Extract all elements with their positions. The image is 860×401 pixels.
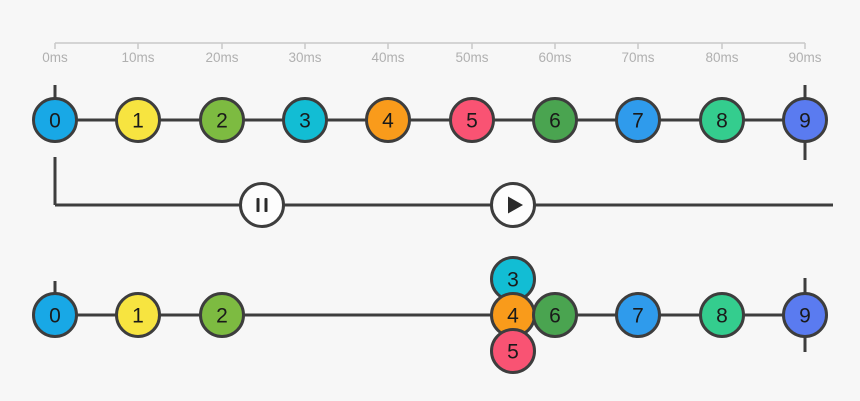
axis-tick-label: 60ms: [538, 50, 571, 65]
marble-5: 5: [449, 97, 495, 143]
control-stream: [53, 157, 833, 228]
marble-0: 0: [32, 292, 78, 338]
axis-tick-label: 80ms: [705, 50, 738, 65]
marble-label: 5: [466, 110, 478, 133]
marble-circle: [615, 292, 661, 338]
marble-label: 3: [299, 110, 311, 133]
marble-label: 8: [716, 305, 728, 328]
marble-label: 6: [549, 305, 561, 328]
marble-label: 7: [632, 305, 644, 328]
time-axis: 0ms 10ms 20ms 30ms 40ms 50ms 60ms 70ms 80ms 90ms: [42, 42, 822, 65]
marble-label: 0: [49, 110, 61, 133]
marble-4: 4: [365, 97, 411, 143]
marble-6: 6: [532, 292, 578, 338]
marble-circle: [782, 292, 828, 338]
marble-0: 0: [32, 97, 78, 143]
axis-tick-label: 30ms: [288, 50, 321, 65]
marble-circle: [32, 292, 78, 338]
marble-7: 7: [615, 292, 661, 338]
marble-1: 1: [115, 292, 161, 338]
marble-label: 6: [549, 110, 561, 133]
marble-9: 9: [782, 292, 828, 338]
pause-icon: [256, 198, 268, 212]
marble-label: 2: [216, 110, 228, 133]
marble-7: 7: [615, 97, 661, 143]
marble-6: 6: [532, 97, 578, 143]
marble-circle: [699, 292, 745, 338]
marble-circle: [199, 292, 245, 338]
marble-circle: [115, 292, 161, 338]
marble-label: 8: [716, 110, 728, 133]
marble-circle: [239, 182, 285, 228]
marble-circle: [32, 97, 78, 143]
marble-circle: [532, 97, 578, 143]
marble-label: 9: [799, 305, 811, 328]
axis-tick-label: 40ms: [371, 50, 404, 65]
marble-label: 4: [382, 110, 394, 133]
axis-tick-label: 10ms: [121, 50, 154, 65]
marble-label: 1: [132, 305, 144, 328]
marble-4: 4: [490, 292, 536, 338]
marble-8: 8: [699, 292, 745, 338]
result-stream: 0 1 2 3 4 5 6 7 8 9: [32, 256, 828, 374]
axis-tick-label: 50ms: [455, 50, 488, 65]
marble-circle: [699, 97, 745, 143]
marble-2: 2: [199, 97, 245, 143]
marble-circle: [365, 97, 411, 143]
marble-8: 8: [699, 97, 745, 143]
marble-label: 4: [507, 305, 519, 328]
pause-button[interactable]: [239, 182, 285, 228]
marble-label: 9: [799, 110, 811, 133]
marble-5: 5: [490, 328, 536, 374]
marble-circle: [449, 97, 495, 143]
axis-tick-label: 20ms: [205, 50, 238, 65]
axis-tick-label: 90ms: [788, 50, 821, 65]
marble-circle: [199, 97, 245, 143]
axis-tick-label: 70ms: [621, 50, 654, 65]
marble-circle: [615, 97, 661, 143]
marble-circle: [490, 328, 536, 374]
marble-circle: [782, 97, 828, 143]
marble-3: 3: [282, 97, 328, 143]
marble-label: 5: [507, 341, 519, 364]
marble-1: 1: [115, 97, 161, 143]
marble-2: 2: [199, 292, 245, 338]
marble-label: 0: [49, 305, 61, 328]
source-stream: 0 1 2 3 4 5 6 7 8 9: [32, 85, 828, 160]
marble-label: 2: [216, 305, 228, 328]
marble-circle: [282, 97, 328, 143]
marble-9: 9: [782, 97, 828, 143]
axis-tick-label: 0ms: [42, 50, 68, 65]
play-icon: [508, 196, 523, 214]
play-button[interactable]: [490, 182, 536, 228]
marble-label: 1: [132, 110, 144, 133]
marble-label: 3: [507, 269, 519, 292]
marble-circle: [532, 292, 578, 338]
marble-label: 7: [632, 110, 644, 133]
marble-circle: [115, 97, 161, 143]
